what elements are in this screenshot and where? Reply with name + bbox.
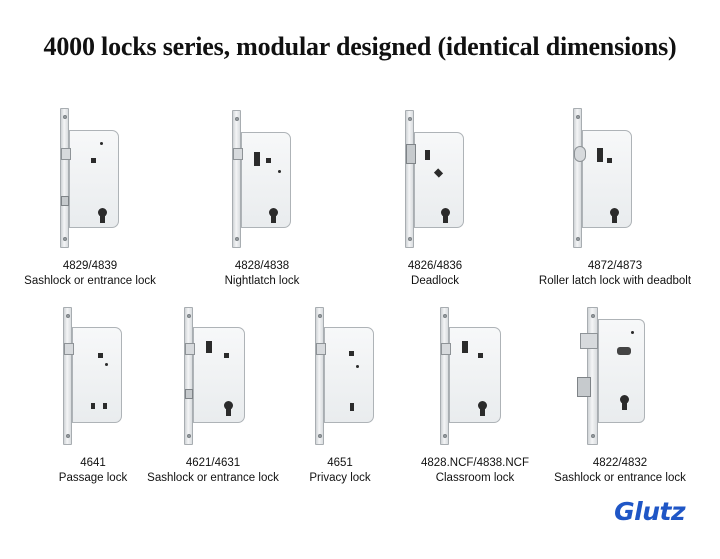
caption-4641: 4641 Passage lock [0, 456, 186, 486]
model-number: 4828.NCF/4838.NCF [420, 457, 530, 469]
model-number: 4872/4873 [587, 260, 643, 272]
lock-image-4651 [315, 307, 375, 445]
model-number: 4822/4832 [592, 457, 648, 469]
lock-type: Privacy lock [309, 472, 371, 484]
lock-type: Nightlatch lock [224, 275, 300, 287]
model-number: 4621/4631 [185, 457, 241, 469]
lock-type: Sashlock or entrance lock [554, 472, 686, 484]
lock-type: Sashlock or entrance lock [147, 472, 279, 484]
lock-image-4641 [63, 307, 123, 445]
glutz-logo: Glutz [614, 497, 685, 526]
lock-type: Classroom lock [435, 472, 515, 484]
lock-type: Roller latch lock with deadbolt [538, 275, 692, 287]
lock-image-4872-4873 [573, 108, 633, 248]
model-number: 4829/4839 [62, 260, 118, 272]
lock-image-4621-4631 [184, 307, 246, 445]
lock-type: Passage lock [58, 472, 128, 484]
model-number: 4828/4838 [234, 260, 290, 272]
lock-image-4822-4832 [577, 307, 647, 445]
caption-4651: 4651 Privacy lock [270, 456, 410, 486]
lock-type: Sashlock or entrance lock [24, 275, 156, 287]
caption-4621-4631: 4621/4631 Sashlock or entrance lock [138, 456, 288, 486]
lock-image-4829-4839 [60, 108, 120, 248]
lock-image-4828-4838 [232, 110, 292, 248]
caption-4872-4873: 4872/4873 Roller latch lock with deadbol… [520, 259, 710, 289]
caption-4829-4839: 4829/4839 Sashlock or entrance lock [0, 259, 180, 289]
caption-4826-4836: 4826/4836 Deadlock [345, 259, 525, 289]
lock-image-4828ncf-4838ncf [440, 307, 502, 445]
lock-image-4826-4836 [405, 110, 465, 248]
page-title: 4000 locks series, modular designed (ide… [43, 32, 677, 61]
lock-type: Deadlock [411, 275, 459, 287]
model-number: 4826/4836 [407, 260, 463, 272]
caption-4828-4838: 4828/4838 Nightlatch lock [172, 259, 352, 289]
model-number: 4651 [327, 457, 353, 469]
caption-4828ncf-4838ncf: 4828.NCF/4838.NCF Classroom lock [405, 456, 545, 486]
caption-4822-4832: 4822/4832 Sashlock or entrance lock [545, 456, 695, 486]
model-number: 4641 [80, 457, 106, 469]
